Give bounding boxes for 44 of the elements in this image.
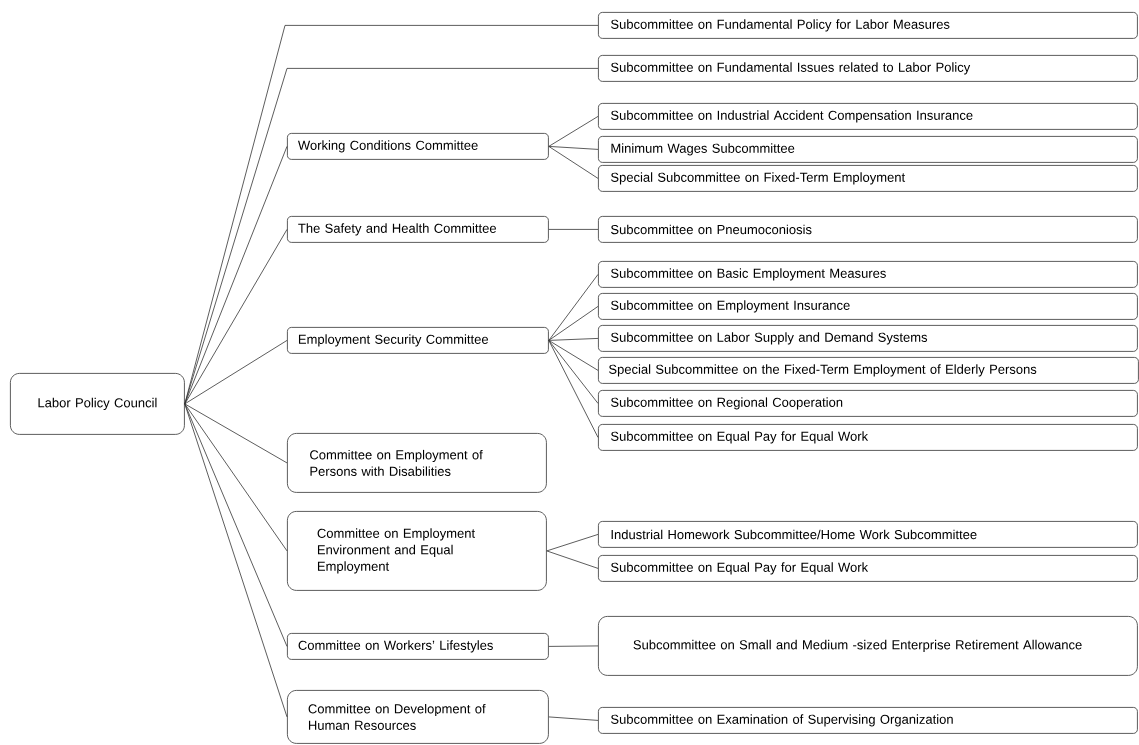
connector-line (548, 716, 599, 721)
subcommittee-box: Subcommittee on Pneumoconiosis (598, 216, 1138, 243)
connector-line (546, 534, 599, 552)
committee-box: The Safety and Health Committee (287, 216, 549, 243)
connector-line (548, 146, 599, 150)
connector-line (548, 116, 599, 147)
committee-box: Committee on Workers’ Lifestyles (287, 633, 549, 660)
connector-line (184, 403, 288, 552)
connector-line (548, 340, 599, 371)
subcommittee-box: Subcommittee on Fundamental Policy for Labor Measures (598, 12, 1138, 39)
subcommittee-box: Subcommittee on Basic Employment Measures (598, 261, 1138, 288)
connector-line (548, 229, 599, 230)
subcommittee-box: Subcommittee on Regional Cooperation (598, 390, 1138, 417)
subcommittee-box: Subcommittee on Examination of Supervising Organization (598, 707, 1138, 734)
connector-line (184, 403, 288, 464)
committee-box: Working Conditions Committee (287, 133, 549, 160)
subcommittee-box: Minimum Wages Subcommittee (598, 136, 1138, 163)
subcommittee-box: Subcommittee on Industrial Accident Compensation Insurance (598, 103, 1138, 130)
committee-box: Committee on Employment of Persons with Disabilities (287, 433, 547, 493)
council-box: Labor Policy Council (10, 373, 185, 435)
connector-line (184, 403, 288, 718)
connector-line (548, 645, 599, 647)
connector-line (548, 274, 599, 341)
subcommittee-box: Special Subcommittee on the Fixed-Term Employment of Elderly Persons (598, 357, 1139, 384)
subcommittee-box: Special Subcommittee on Fixed-Term Employment (598, 165, 1138, 192)
subcommittee-box: Subcommittee on Small and Medium -sized Enterprise Retirement Allowance (598, 616, 1138, 676)
committee-box: Committee on Development of Human Resources (287, 690, 549, 744)
subcommittee-box: Industrial Homework Subcommittee/Home Work Subcommittee (598, 521, 1138, 548)
connector-line (184, 229, 288, 405)
connector-line (546, 550, 599, 569)
subcommittee-box: Subcommittee on Labor Supply and Demand Systems (598, 325, 1138, 352)
committee-box: Employment Security Committee (287, 327, 549, 354)
connector-line (548, 146, 599, 179)
connector-line (184, 403, 288, 647)
subcommittee-box: Subcommittee on Equal Pay for Equal Work (598, 555, 1138, 582)
connector-line (184, 340, 288, 405)
subcommittee-box: Subcommittee on Employment Insurance (598, 293, 1138, 320)
subcommittee-box: Subcommittee on Fundamental Issues related to Labor Policy (598, 55, 1138, 82)
committee-box: Committee on Employment Environment and Equal Employment (287, 511, 547, 591)
connector-line (548, 340, 599, 438)
connector-line (548, 340, 599, 404)
connector-line (548, 306, 599, 341)
connector-line (548, 338, 599, 341)
subcommittee-box: Subcommittee on Equal Pay for Equal Work (598, 424, 1138, 451)
